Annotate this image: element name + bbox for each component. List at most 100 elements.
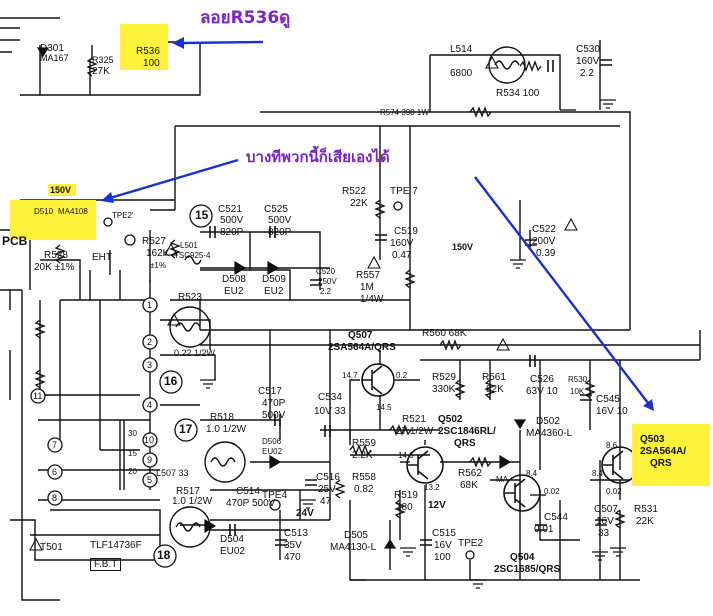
pin-15: 15: [195, 208, 209, 222]
label-d506-value: EU02: [262, 447, 283, 456]
label-c530-value: 2.2: [580, 68, 594, 79]
label-c519-voltage: 160V: [390, 238, 414, 249]
label-r527-value: 162K: [146, 248, 170, 259]
label-d508-value: EU2: [224, 286, 244, 297]
label-r557: R557: [356, 270, 380, 281]
label-r562: R562: [458, 468, 482, 479]
label-d508: D508: [222, 274, 246, 285]
volt-0-02-b: 0.02: [606, 487, 622, 496]
volt-13-2: 13.2: [424, 483, 440, 492]
label-c519-value: 0.47: [392, 250, 412, 261]
pin-4: 4: [147, 400, 153, 410]
label-d509-value: EU2: [264, 286, 284, 297]
label-ma4108: MA4108: [58, 207, 88, 216]
label-r531: R531: [634, 504, 658, 515]
label-c544: C544: [544, 512, 568, 523]
label-r518-value: 1.0 1/2W: [206, 424, 247, 435]
label-c516: C516: [316, 472, 340, 483]
label-r558: R558: [352, 472, 376, 483]
pin-10: 10: [144, 435, 155, 445]
label-150v-left: 150V: [50, 185, 72, 195]
label-c520-value: 2.2: [320, 287, 332, 296]
label-d502: D502: [536, 416, 560, 427]
label-c544-value: 0.01: [534, 524, 554, 535]
label-c516-voltage: 25V: [318, 484, 336, 495]
label-d502-value: MA4360-L: [526, 428, 573, 439]
label-c526: C526: [530, 374, 554, 385]
label-q504: Q504: [510, 552, 535, 563]
pin-16: 16: [164, 374, 178, 388]
label-c519: C519: [394, 226, 418, 237]
label-c521-value: 820P: [220, 227, 244, 238]
label-d505-value: MA4130-L: [330, 542, 377, 553]
label-c525: C525: [264, 204, 288, 215]
label-r521: R521: [402, 414, 426, 425]
label-r517: R517: [176, 486, 200, 497]
label-t501: T501: [40, 542, 63, 553]
pin-18: 18: [157, 548, 171, 562]
label-q503: Q503: [640, 434, 665, 445]
label-c522-voltage: 200V: [532, 236, 556, 247]
label-c521: C521: [218, 204, 242, 215]
label-q502-suffix: QRS: [454, 438, 476, 449]
label-r574: R574 390 1W: [380, 108, 429, 117]
label-r560: R560 68K: [422, 328, 467, 339]
label-c517-voltage: 500V: [262, 410, 286, 421]
label-r557-value: 1M: [360, 282, 374, 293]
label-c513: C513: [284, 528, 308, 539]
label-d509: D509: [262, 274, 286, 285]
label-tpe4: TPE4: [262, 490, 288, 501]
label-r536: R536: [136, 46, 160, 57]
label-r527: R527: [142, 236, 166, 247]
label-r521-value: 27 1/2W: [396, 426, 434, 437]
pin-11: 11: [33, 391, 43, 401]
label-r529: R529: [432, 372, 456, 383]
label-r325-value: 27K: [92, 66, 110, 77]
label-c526-value: 63V 10: [526, 386, 558, 397]
label-ma: MA: [496, 475, 508, 484]
tap-20: 20: [128, 467, 137, 476]
label-q504-part: 2SC1685/QRS: [494, 564, 561, 575]
label-r561-value: 82K: [486, 384, 504, 395]
label-l514: L514: [450, 44, 473, 55]
label-12v: 12V: [428, 500, 446, 511]
label-fbt: F.B.T: [90, 558, 122, 571]
label-c534-value: 10V 33: [314, 406, 346, 417]
label-l501: L501: [180, 241, 198, 250]
label-r523: R523: [178, 292, 202, 303]
label-24v: 24V: [296, 508, 314, 519]
label-r527-tolerance: ±1%: [150, 261, 166, 270]
label-r562-value: 68K: [460, 480, 478, 491]
label-r559-value: 2.2K: [352, 450, 373, 461]
label-c520: C520: [316, 267, 336, 276]
label-c521-voltage: 500V: [220, 215, 244, 226]
label-ma167: MA167: [40, 53, 69, 63]
label-r530-value: 10K: [570, 387, 585, 396]
label-d506: D506: [262, 437, 282, 446]
label-150v-right: 150V: [452, 242, 474, 252]
label-c534: C534: [318, 392, 342, 403]
label-r517-value: 1.0 1/2W: [172, 496, 213, 507]
pin-8: 8: [52, 493, 58, 503]
label-c530: C530: [576, 44, 600, 55]
label-r325: R325: [92, 55, 114, 65]
pin-17: 17: [179, 422, 193, 436]
label-r558-value: 0.82: [354, 484, 374, 495]
label-r519: R519: [394, 490, 418, 501]
label-q507-part: 2SA564A/QRS: [328, 342, 396, 353]
label-c507: C507: [594, 504, 618, 515]
label-r531-value: 22K: [636, 516, 654, 527]
annotation-r536: ลอยR536ดู: [200, 8, 291, 28]
label-c545: C545: [596, 394, 620, 405]
volt-14-5: 14.5: [376, 403, 392, 412]
label-c515-value: 100: [434, 552, 451, 563]
label-c545-value: 16V 10: [596, 406, 628, 417]
label-q503-suffix: QRS: [650, 458, 672, 469]
label-c525-voltage: 500V: [268, 215, 292, 226]
label-r522-value: 22K: [350, 198, 368, 209]
pin-6: 6: [52, 467, 58, 477]
tap-15: 15: [128, 449, 137, 458]
pin-3: 3: [147, 360, 153, 370]
label-c517-value: 470P: [262, 398, 286, 409]
label-c517: C517: [258, 386, 282, 397]
